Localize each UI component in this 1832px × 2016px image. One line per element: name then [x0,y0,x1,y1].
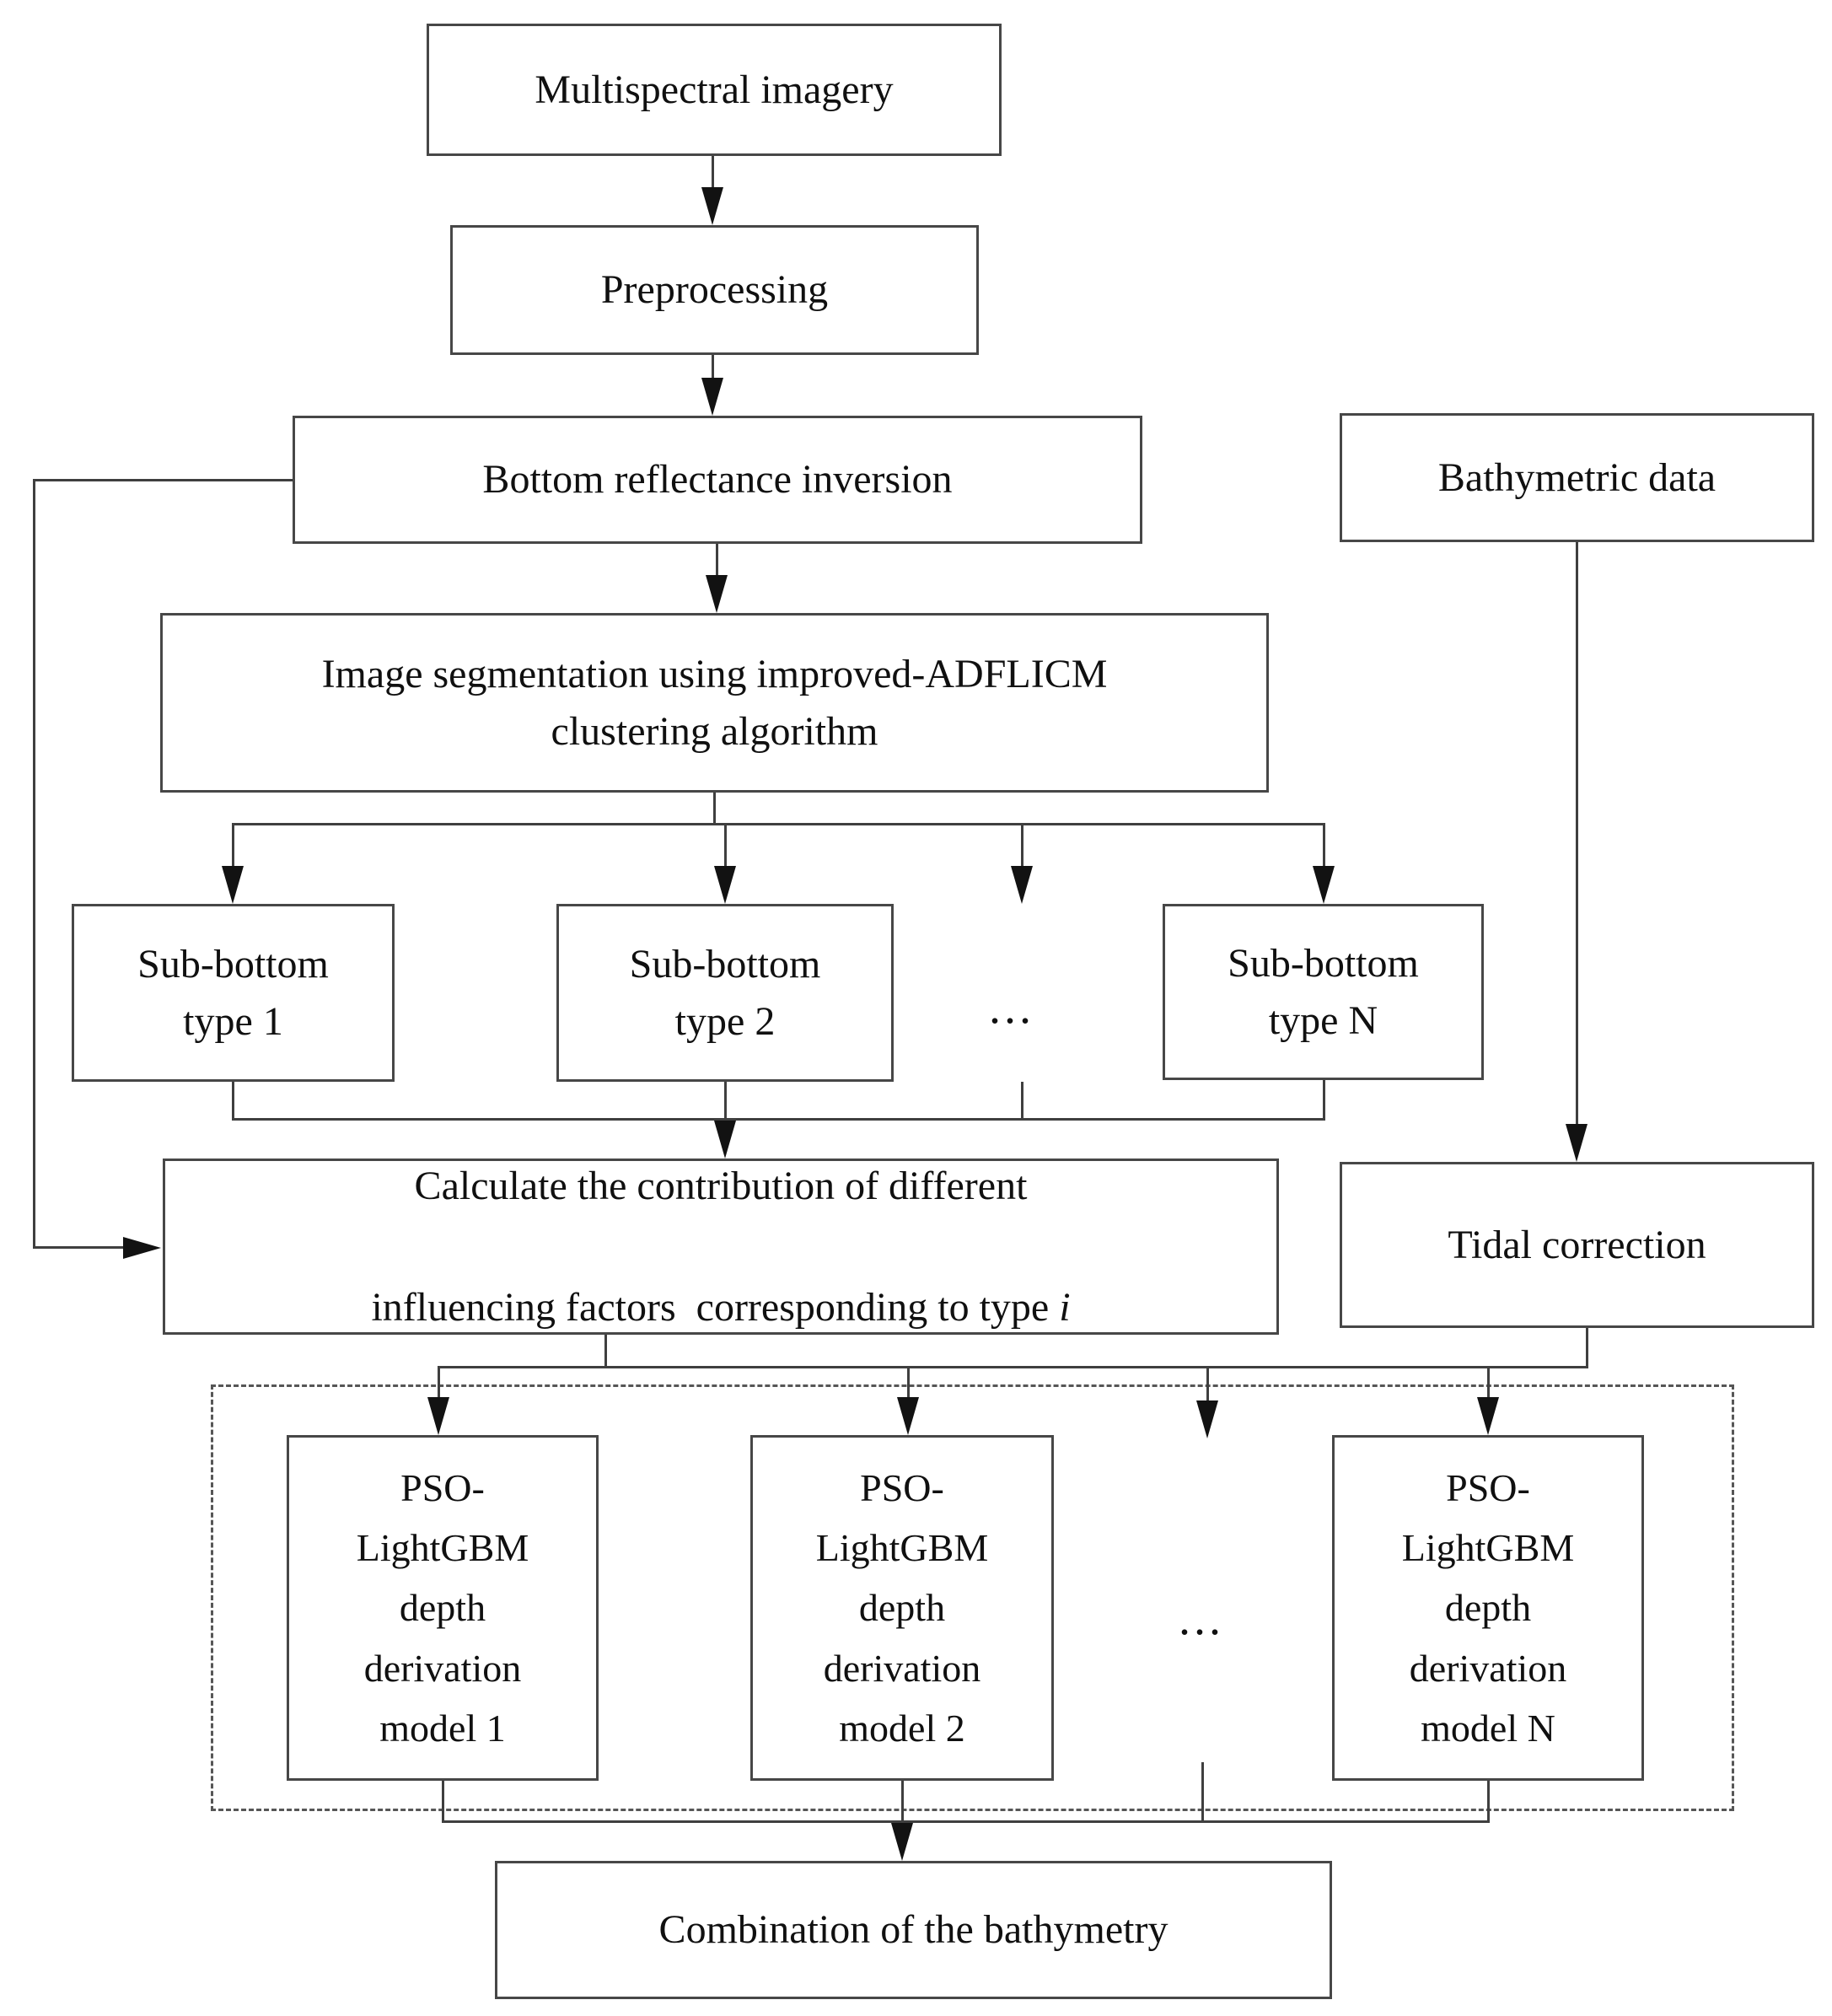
riser-subn [1323,1080,1325,1121]
arrowhead-into-sub1 [222,866,244,904]
ellipsis-text: ... [989,981,1034,1034]
feedback-line-bottom [33,1246,127,1249]
drop-sub2 [724,823,727,872]
node-image-segmentation: Image segmentation using improved-ADFLIC… [160,613,1269,793]
node-label: PSO- LightGBM depth derivation model N [1401,1465,1575,1750]
bus-subbottom-top [232,823,1325,825]
model-ensemble-dashed-frame [211,1384,1734,1811]
connector-segmentation-bus [713,793,716,825]
arrowhead-into-calculate-left [123,1237,161,1259]
italic-type-index: i [1059,1284,1071,1330]
connector-tidal-bus [1586,1328,1588,1368]
node-label: Sub-bottom type 2 [629,942,821,1044]
arrowhead-into-calculate-top [714,1121,736,1159]
node-label: Sub-bottom type 1 [137,942,329,1044]
riser-sub-ellipsis [1021,1082,1023,1121]
ellipsis-text: ... [1179,1593,1224,1645]
feedback-line-vertical [33,479,35,1248]
arrowhead-into-reflectance [701,378,723,416]
connector-sub2-calculate [724,1082,727,1126]
arrowhead-into-model2 [897,1397,919,1435]
arrowhead-into-modeln [1477,1397,1499,1435]
arrowhead-into-model1 [427,1397,449,1435]
arrowhead-into-subn [1313,866,1335,904]
drop-subn [1323,823,1325,872]
node-tidal-correction: Tidal correction [1340,1162,1814,1328]
riser-modeln [1487,1781,1490,1823]
node-combination-bathymetry: Combination of the bathymetry [495,1861,1332,1999]
calc-line1: Calculate the contribution of different [414,1163,1028,1208]
arrowhead-into-preprocessing [701,187,723,225]
node-sub-bottom-type-n: Sub-bottom type N [1163,904,1484,1080]
node-label: Combination of the bathymetry [658,1907,1169,1953]
arrowhead-model-ellipsis [1196,1400,1218,1438]
node-label: Bathymetric data [1437,454,1716,500]
connector-preprocessing-reflectance [712,355,714,382]
drop-modeln [1487,1366,1490,1401]
calc-line2: influencing factors corresponding to typ… [371,1284,1071,1330]
node-label: Preprocessing [600,267,829,313]
model-ellipsis: ... [1151,1585,1252,1653]
node-bathymetric-data: Bathymetric data [1340,413,1814,542]
arrowhead-into-sub2 [714,866,736,904]
node-preprocessing: Preprocessing [450,225,979,355]
drop-sub-ellipsis [1021,823,1023,872]
bus-models-bottom [442,1820,1490,1823]
riser-sub1 [232,1082,234,1121]
node-pso-lightgbm-model-n: PSO- LightGBM depth derivation model N [1332,1435,1644,1781]
drop-sub1 [232,823,234,872]
node-label: Multispectral imagery [535,67,894,112]
arrowhead-sub-ellipsis [1011,866,1033,904]
sub-bottom-ellipsis: ... [961,974,1062,1041]
connector-bathymetric-tidal [1576,542,1578,1128]
arrowhead-into-combination [891,1823,913,1861]
node-calculate-contribution: Calculate the contribution of different … [163,1159,1279,1335]
connector-multispectral-preprocessing [712,156,714,191]
arrowhead-into-segmentation [706,575,728,613]
drop-model1 [438,1366,440,1401]
node-bottom-reflectance-inversion: Bottom reflectance inversion [293,416,1142,544]
drop-model2 [907,1366,910,1401]
riser-model-ellipsis [1201,1762,1204,1823]
node-label: Image segmentation using improved-ADFLIC… [321,652,1108,754]
connector-reflectance-segmentation [716,544,718,578]
connector-calculate-bus [604,1335,607,1368]
node-multispectral-imagery: Multispectral imagery [427,24,1002,156]
drop-model-ellipsis [1206,1366,1209,1404]
bus-models-top [438,1366,1588,1368]
node-label: Sub-bottom type N [1228,941,1419,1043]
node-label: Calculate the contribution of different … [371,1095,1070,1399]
node-label: Bottom reflectance inversion [482,457,953,503]
feedback-line-top [33,479,293,481]
riser-model1 [442,1781,444,1823]
node-label: PSO- LightGBM depth derivation model 1 [356,1465,529,1750]
node-sub-bottom-type-1: Sub-bottom type 1 [72,904,395,1082]
node-pso-lightgbm-model-1: PSO- LightGBM depth derivation model 1 [287,1435,599,1781]
node-label: Tidal correction [1448,1222,1706,1267]
node-label: PSO- LightGBM depth derivation model 2 [815,1465,989,1750]
arrowhead-into-tidal [1566,1124,1588,1162]
bus-subbottom-bottom [232,1118,1325,1121]
node-sub-bottom-type-2: Sub-bottom type 2 [556,904,894,1082]
node-pso-lightgbm-model-2: PSO- LightGBM depth derivation model 2 [750,1435,1054,1781]
connector-model2-combination [901,1781,904,1827]
